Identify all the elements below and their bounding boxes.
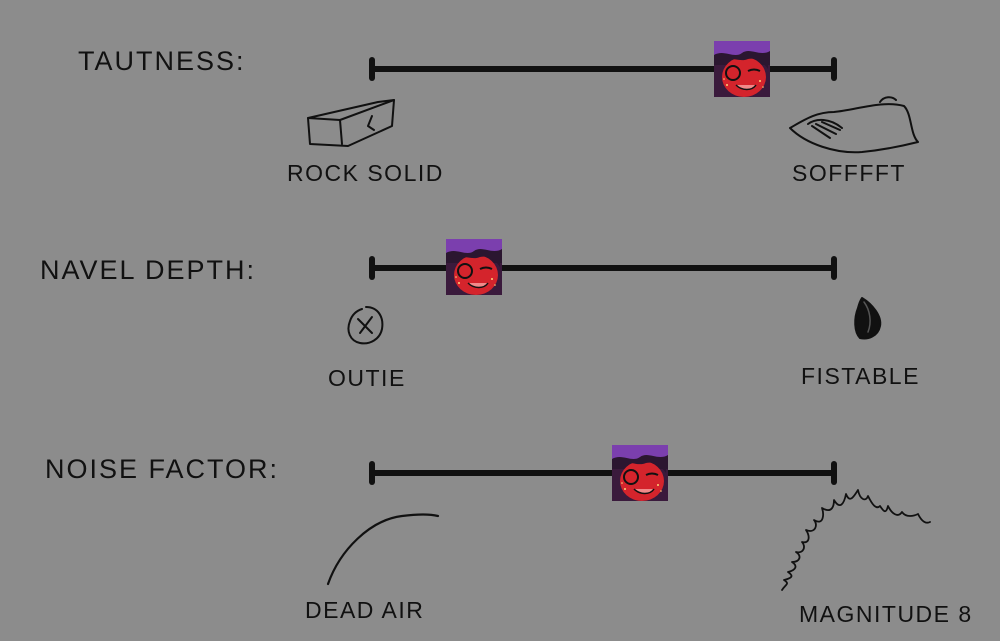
min-label-navel-depth: OUTIE [328, 365, 406, 391]
track-max-endcap [831, 57, 837, 81]
slider-thumb-noise-factor[interactable] [612, 445, 668, 501]
track-line[interactable] [370, 66, 836, 72]
min-label-noise-factor: DEAD AIR [305, 597, 425, 623]
brick-icon [307, 99, 395, 147]
pillow-icon [789, 96, 919, 154]
outie-navel-icon [347, 306, 384, 345]
min-label-tautness: ROCK SOLID [287, 160, 444, 186]
noise-scribble-icon [781, 489, 931, 591]
max-label-noise-factor: MAGNITUDE 8 [799, 601, 973, 627]
slider-thumb-navel-depth[interactable] [446, 239, 502, 295]
track-max-endcap [831, 461, 837, 485]
slider-thumb-tautness[interactable] [714, 41, 770, 97]
track-line[interactable] [370, 470, 836, 476]
track-line[interactable] [370, 265, 836, 271]
track-min-endcap [369, 461, 375, 485]
track-min-endcap [369, 256, 375, 280]
flat-arc-icon [326, 513, 440, 586]
deep-navel-icon [854, 297, 882, 340]
max-label-tautness: SOFFFFT [792, 160, 906, 186]
track-min-endcap [369, 57, 375, 81]
max-label-navel-depth: FISTABLE [801, 363, 920, 389]
slider-label-navel-depth: NAVEL DEPTH: [40, 255, 257, 285]
slider-label-noise-factor: NOISE FACTOR: [45, 454, 280, 484]
track-max-endcap [831, 256, 837, 280]
slider-label-tautness: TAUTNESS: [78, 46, 246, 76]
